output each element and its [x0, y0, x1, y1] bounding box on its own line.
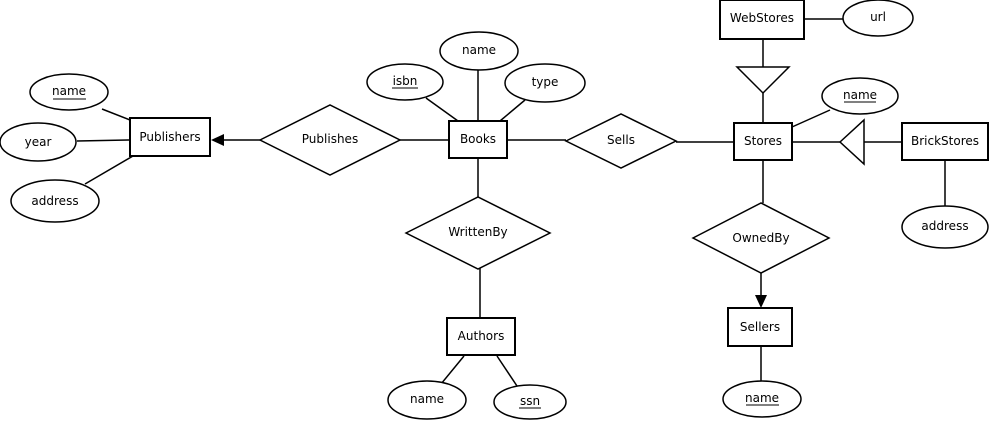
attribute-authors-ssn: ssn — [493, 384, 567, 420]
attribute-authors-name-label: name — [410, 392, 444, 406]
line-books-type — [499, 99, 526, 122]
attribute-sellers-name-label: name — [745, 391, 779, 405]
attribute-webstores-url: url — [842, 0, 914, 37]
entity-stores-label: Stores — [744, 134, 782, 148]
attribute-brickstores-address: address — [901, 205, 989, 249]
relationship-writtenby-label: WrittenBy — [448, 225, 507, 239]
line-authors-ssn — [496, 355, 518, 387]
attribute-brickstores-address-label: address — [921, 219, 968, 233]
attribute-books-name-label: name — [462, 43, 496, 57]
attribute-sellers-name: name — [722, 380, 802, 418]
attribute-books-type: type — [504, 63, 586, 103]
line-publishers-address — [84, 155, 134, 185]
attribute-publishers-address: address — [10, 179, 100, 223]
entity-publishers-label: Publishers — [139, 130, 200, 144]
connectors — [76, 18, 946, 387]
line-publishers-year — [76, 139, 131, 142]
isa-brickstores-triangle — [838, 118, 865, 166]
attribute-books-isbn: isbn — [366, 63, 444, 101]
entity-authors: Authors — [446, 317, 516, 356]
arrow-to-sellers — [755, 295, 767, 308]
attribute-books-type-label: type — [532, 75, 559, 89]
entity-authors-label: Authors — [458, 329, 505, 343]
entity-brickstores: BrickStores — [901, 122, 989, 161]
attribute-books-name: name — [439, 31, 519, 71]
attribute-webstores-url-label: url — [870, 10, 886, 24]
attribute-publishers-address-label: address — [31, 194, 78, 208]
entity-publishers: Publishers — [129, 117, 211, 157]
entity-books-label: Books — [460, 132, 496, 146]
line-publishers-name — [101, 108, 131, 121]
entity-sellers-label: Sellers — [740, 320, 780, 334]
attribute-publishers-name-label: name — [52, 84, 86, 98]
attribute-books-isbn-label: isbn — [393, 74, 418, 88]
relationship-writtenby: WrittenBy — [404, 196, 552, 270]
attribute-publishers-year: year — [0, 122, 77, 162]
line-stores-name — [791, 109, 831, 128]
relationship-ownedby: OwnedBy — [691, 202, 831, 274]
isa-webstores-triangle — [735, 66, 791, 95]
entity-webstores-label: WebStores — [730, 11, 794, 25]
attribute-publishers-year-label: year — [25, 135, 52, 149]
attribute-stores-name: name — [821, 77, 899, 115]
entity-brickstores-label: BrickStores — [911, 134, 979, 148]
relationship-sells-label: Sells — [607, 133, 635, 147]
attribute-authors-name: name — [387, 380, 467, 420]
entity-books: Books — [448, 120, 508, 159]
attribute-authors-ssn-label: ssn — [520, 394, 540, 408]
entity-webstores: WebStores — [719, 0, 805, 40]
arrow-to-publishers — [211, 134, 224, 146]
relationship-publishes-label: Publishes — [302, 132, 358, 146]
entity-sellers: Sellers — [727, 307, 793, 347]
relationship-sells: Sells — [564, 113, 678, 169]
attribute-stores-name-label: name — [843, 88, 877, 102]
attribute-publishers-name: name — [29, 73, 109, 111]
relationship-publishes: Publishes — [258, 104, 402, 176]
entity-stores: Stores — [733, 122, 793, 161]
line-books-isbn — [425, 97, 459, 122]
relationship-ownedby-label: OwnedBy — [732, 231, 789, 245]
line-authors-name — [440, 355, 465, 385]
